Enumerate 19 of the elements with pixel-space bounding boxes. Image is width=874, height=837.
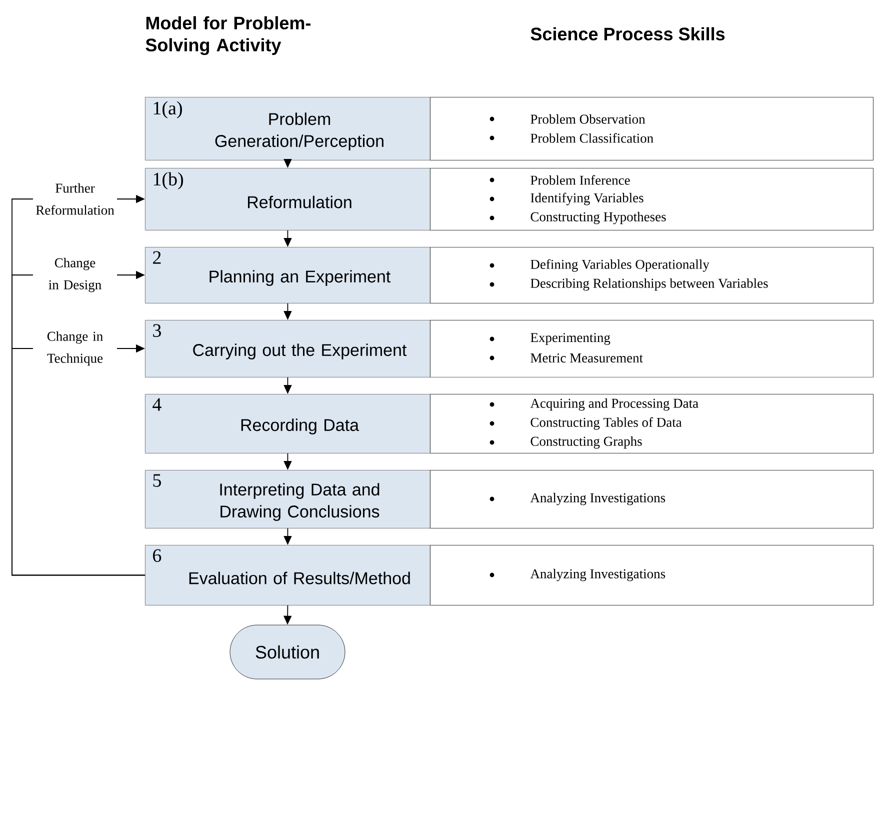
skills-box: Experimenting Metric Measurement [430,320,874,378]
step-box: 4 Recording Data [145,394,430,454]
edge-label: Change in Design [33,256,117,294]
skills-box: Acquiring and Processing Data Constructing Tables of Data Constructing Graphs [430,394,874,454]
skills-box: Problem Inference Identifying Variables Constructing Hypotheses [430,168,874,230]
skills-box: Problem Observation Problem Classification [430,97,874,160]
skills-box: Analyzing Investigations [430,470,874,528]
step-box: 3 Carrying out the Experiment [145,320,430,378]
edge-label: Change in Technique [33,330,117,367]
edge-label: Further Reformulation [33,182,117,216]
step-box: 1(a) Problem Generation/Perception [145,97,430,160]
step-box: 1(b) Reformulation [145,168,430,230]
step-box: 2 Planning an Experiment [145,247,430,304]
skills-box: Analyzing Investigations [430,545,874,606]
step-box: 6 Evaluation of Results/Method [145,545,430,606]
column-heading: Model for Problem-Solving Activity [146,16,310,56]
step-box: 5 Interpreting Data and Drawing Conclusions [145,470,430,528]
skills-box: Defining Variables Operationally Describing Relationships between Variables [430,247,874,304]
column-heading: Science Process Skills [530,27,725,40]
